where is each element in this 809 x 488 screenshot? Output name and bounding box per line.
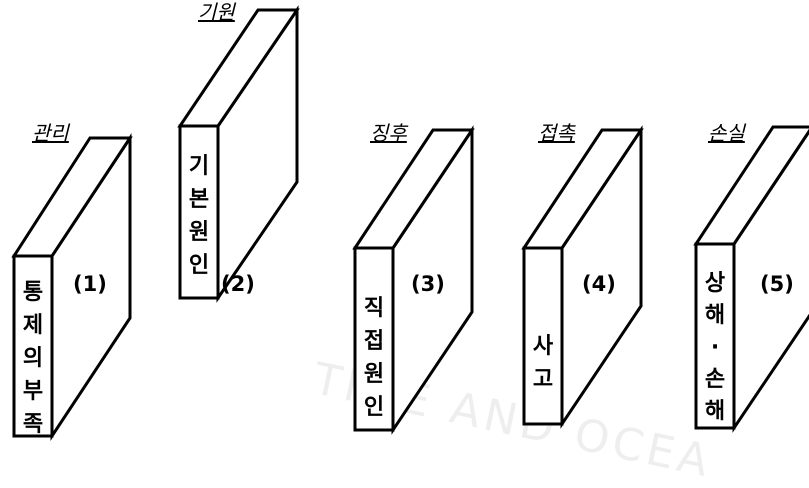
domino-4-char: 고 (532, 367, 554, 392)
domino-3-char: 접 (363, 329, 385, 354)
domino-4-number: (4) (582, 272, 616, 296)
domino-5-char: 손 (704, 367, 726, 392)
domino-1-char: 족 (22, 412, 44, 437)
domino-1-front-text: 통 제 의 부 족 (16, 276, 50, 441)
domino-1-category-label: 관리 (32, 121, 69, 145)
domino-4-front-text: 사 고 (526, 330, 560, 396)
domino-3-category-label: 징후 (370, 121, 407, 145)
domino-1-char: 제 (22, 313, 44, 338)
domino-1-char: 부 (22, 379, 44, 404)
domino-2-char: 인 (188, 253, 210, 278)
domino-3-char: 직 (363, 296, 385, 321)
domino-2-char: 기 (188, 154, 210, 179)
domino-2-char: 원 (188, 220, 210, 245)
domino-4-char: 사 (532, 334, 554, 359)
domino-2-front-text: 기 본 원 인 (182, 150, 216, 282)
domino-5-char: · (710, 335, 720, 360)
domino-5-category-label: 손실 (708, 121, 745, 145)
domino-3-number: (3) (411, 272, 445, 296)
domino-2-char: 본 (188, 187, 210, 212)
domino-5-char: 상 (704, 271, 726, 296)
domino-5-front-text: 상 해 · 손 해 (698, 268, 732, 428)
domino-5-char: 해 (704, 399, 726, 424)
domino-5-number: (5) (760, 272, 794, 296)
domino-2-number: (2) (221, 272, 255, 296)
domino-1-char: 의 (22, 346, 44, 371)
domino-5-char: 해 (704, 303, 726, 328)
domino-1-char: 통 (22, 280, 44, 305)
domino-3-char: 인 (363, 395, 385, 420)
domino-1-number: (1) (73, 272, 107, 296)
domino-3-front-text: 직 접 원 인 (357, 292, 391, 424)
domino-2-category-label: 기원 (198, 0, 235, 24)
domino-3-char: 원 (363, 362, 385, 387)
domino-4-category-label: 접촉 (538, 121, 575, 145)
